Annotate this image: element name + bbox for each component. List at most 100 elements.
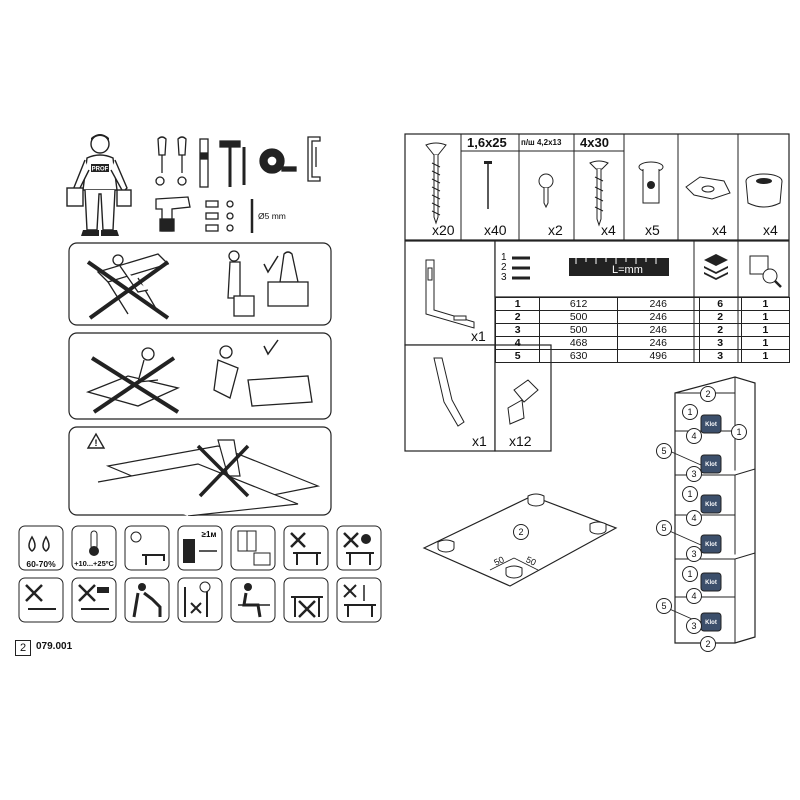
- warning-triangle-icon: [86, 432, 106, 449]
- svg-text:Klot: Klot: [705, 580, 717, 586]
- product-code: 079.001: [36, 641, 73, 652]
- svg-text:!: !: [95, 438, 98, 448]
- part-pack: 1: [740, 336, 791, 350]
- parts-block-frame: [404, 240, 790, 452]
- legend-num-3: 3: [501, 272, 507, 283]
- window-icon: [230, 525, 276, 571]
- part-qty: 6: [698, 297, 742, 311]
- part-qty: 3: [698, 336, 742, 350]
- part-pack: 1: [740, 349, 791, 363]
- cap-count: x5: [645, 222, 660, 238]
- temperature-label: +10...+25ºC: [74, 559, 114, 568]
- no-sitting-icon: [230, 577, 276, 623]
- assembly-label: 3: [686, 466, 702, 482]
- part-width: 496: [616, 349, 700, 363]
- part-no: 5: [494, 349, 540, 363]
- max-load-icon: [336, 577, 382, 623]
- assembly-label: 2: [700, 636, 716, 652]
- assembly-label: 1: [682, 486, 698, 502]
- heater-distance-icon: ≥1м: [177, 525, 223, 571]
- assembly-label: 5: [656, 520, 672, 536]
- part-length: 612: [539, 297, 618, 311]
- drill-bit-size: Ø5 mm: [258, 211, 286, 221]
- part-length: 468: [539, 336, 618, 350]
- part-qty: 2: [698, 323, 742, 337]
- page-number: 2: [15, 640, 31, 656]
- base-panel-label: 2: [513, 524, 529, 540]
- no-hammer-icon: [71, 577, 117, 623]
- warning-panel-assembly: [68, 332, 332, 420]
- thermometer-icon: [71, 525, 117, 571]
- part-length: 500: [539, 323, 618, 337]
- legend-num-1: 1: [501, 252, 507, 263]
- warning-panel-floor: !: [68, 426, 332, 516]
- base-panel-diagram: [422, 493, 618, 587]
- shelf-pin-count: x12: [509, 433, 532, 449]
- part-length: 630: [539, 349, 618, 363]
- part-qty: 2: [698, 310, 742, 324]
- assembly-label: 1: [682, 566, 698, 582]
- assembly-label: 1: [731, 424, 747, 440]
- part-no: 1: [494, 297, 540, 311]
- svg-text:Klot: Klot: [705, 422, 717, 428]
- svg-text:Klot: Klot: [705, 542, 717, 548]
- confirmat-count: x20: [432, 222, 455, 238]
- no-chemicals-icon: [336, 525, 382, 571]
- layers-icon: [704, 254, 728, 280]
- ruler-label: L=mm: [612, 264, 643, 276]
- part-length: 500: [539, 310, 618, 324]
- condition-icons-grid: 60-70% +10...+25ºC ≥1м: [18, 525, 388, 625]
- assembly-label: 4: [686, 428, 702, 444]
- part-pack: 1: [740, 323, 791, 337]
- worker-badge: PROF: [92, 167, 109, 173]
- part-pack: 1: [740, 310, 791, 324]
- warning-panel-carrying: [68, 242, 332, 326]
- leg-count: x4: [763, 222, 778, 238]
- worker-illustration: PROF: [66, 134, 132, 236]
- part-width: 246: [616, 297, 700, 311]
- assembly-label: 5: [656, 598, 672, 614]
- assembly-label: 4: [686, 510, 702, 526]
- part-pack: 1: [740, 297, 791, 311]
- screw-spec-header: 4x30: [580, 135, 609, 150]
- part-width: 246: [616, 310, 700, 324]
- distance-label: ≥1м: [202, 530, 217, 539]
- package-icon: [749, 255, 782, 288]
- part-no: 2: [494, 310, 540, 324]
- no-child-climb-icon: [177, 577, 223, 623]
- small-screw-count: x2: [548, 222, 563, 238]
- hardware-table-frame: [404, 133, 790, 241]
- part-qty: 3: [698, 349, 742, 363]
- parts-table: 1 612 246 6 1 2 500 246 2 1 3 500 246 2 …: [494, 297, 791, 363]
- part-width: 246: [616, 336, 700, 350]
- small-screw-spec-header: п/ш 4,2x13: [521, 138, 562, 147]
- svg-text:Klot: Klot: [705, 620, 717, 626]
- assembly-label: 1: [682, 404, 698, 420]
- svg-text:Klot: Klot: [705, 462, 717, 468]
- bracket-count: x4: [712, 222, 727, 238]
- part-width: 246: [616, 323, 700, 337]
- no-standing-icon: [283, 577, 329, 623]
- no-water-icon: [283, 525, 329, 571]
- assembly-label: 3: [686, 546, 702, 562]
- svg-text:Klot: Klot: [705, 502, 717, 508]
- humidity-label: 60-70%: [26, 559, 56, 569]
- no-overload-icon: [124, 577, 170, 623]
- hex-key-count: x1: [472, 433, 487, 449]
- assembly-label: 5: [656, 443, 672, 459]
- part-no: 3: [494, 323, 540, 337]
- no-wet-cloth-icon: [18, 577, 64, 623]
- screw-count: x4: [601, 222, 616, 238]
- assembly-label: 2: [700, 386, 716, 402]
- assembly-label: 4: [686, 588, 702, 604]
- nail-count: x40: [484, 222, 507, 238]
- legend-num-2: 2: [501, 262, 507, 273]
- angle-bracket-count: x1: [471, 328, 486, 344]
- sun-icon: [124, 525, 170, 571]
- part-no: 4: [494, 336, 540, 350]
- assembly-label: 3: [686, 618, 702, 634]
- nail-spec-header: 1,6x25: [467, 135, 507, 150]
- humidity-icon: [18, 525, 64, 571]
- tools-illustration: Ø5 mm: [155, 136, 321, 233]
